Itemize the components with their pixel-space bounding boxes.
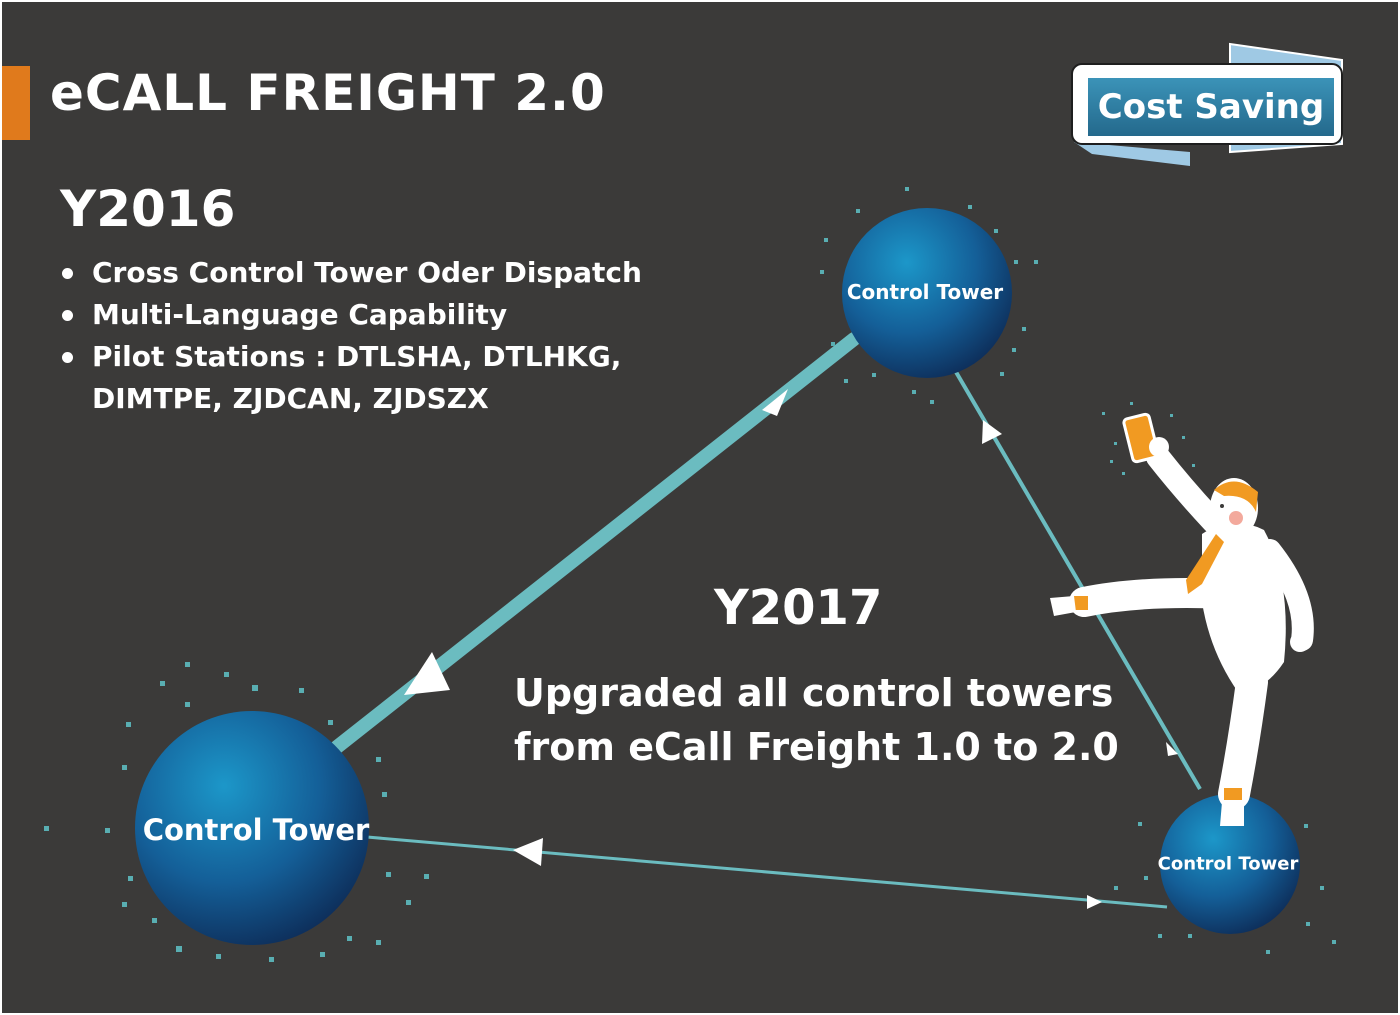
bullet-text: Pilot Stations : DTLSHA, DTLHKG, [92,340,622,373]
bullet-continuation: DIMTPE, ZJDCAN, ZJDSZX [92,382,489,415]
bullet-text: Multi-Language Capability [92,298,508,331]
y2016-bullet-list: Cross Control Tower Oder Dispatch Multi-… [60,252,642,420]
arrow-head-up [762,389,788,416]
control-tower-left-label: Control Tower [142,813,370,847]
y2017-description: Upgraded all control towers from eCall F… [514,666,1119,774]
y2017-line-1: Upgraded all control towers [514,671,1114,715]
y2017-heading: Y2017 [714,580,883,636]
cost-saving-badge [1071,42,1343,166]
arrow-head-up-right [982,420,1002,444]
control-tower-top-sphere [842,208,1012,378]
businessman-figure [1050,412,1314,826]
y2016-heading: Y2016 [60,180,236,238]
control-tower-left-sphere [135,711,369,945]
connector-top-right [954,370,1202,791]
arrow-head-down [404,652,450,695]
control-tower-right-label: Control Tower [1157,853,1299,875]
control-tower-right-sphere [1160,794,1300,934]
bullet-text: Cross Control Tower Oder Dispatch [92,256,642,289]
connector-left-right [366,835,1168,909]
page-title: eCALL FREIGHT 2.0 [50,64,606,122]
y2017-line-2: from eCall Freight 1.0 to 2.0 [514,725,1119,769]
arrow-head-left [513,838,543,866]
bullet-item: Pilot Stations : DTLSHA, DTLHKG, DIMTPE,… [60,336,642,420]
sparkles [44,187,1336,962]
control-tower-top-label: Control Tower [846,280,1004,304]
cost-saving-label: Cost Saving [1097,87,1325,127]
title-accent-bar [2,66,30,140]
bullet-dot-icon [62,310,73,321]
arrow-head-right [1087,895,1102,909]
bullet-item: Cross Control Tower Oder Dispatch [60,252,642,294]
bullet-item: Multi-Language Capability [60,294,642,336]
bullet-dot-icon [62,352,73,363]
arrow-head-down-right [1166,742,1178,756]
bullet-dot-icon [62,268,73,279]
